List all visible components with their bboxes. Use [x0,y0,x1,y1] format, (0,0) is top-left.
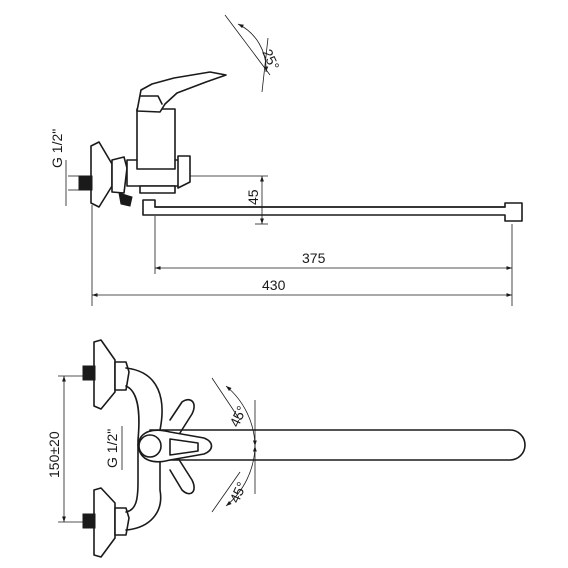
spout-height-label: 45 [245,189,261,205]
lever-pivot [138,434,162,458]
lower-wall-flange [93,487,116,558]
top-thread-label: G 1/2" [104,429,120,468]
top-view: 150±20 G 1/2" 45° 45° [46,339,526,558]
spout [142,199,523,222]
upper-inlet-thread [82,365,96,381]
side-thread-label: G 1/2" [49,129,65,168]
lower-inlet-thread [82,513,96,529]
eccentric-nut [111,156,128,194]
outlet-block [177,155,191,189]
total-length-label: 430 [262,277,286,293]
wall-flange [90,141,113,208]
upper-eccentric-nut [114,361,130,391]
lower-swing-angle-label: 45° [226,479,249,505]
upper-swing-angle-label: 45° [226,403,249,429]
cartridge-housing [136,108,176,170]
side-view: 25° 45 G 1/2" 375 430 [49,14,523,306]
upper-wall-flange [93,339,116,410]
inlet-thread [78,175,93,191]
body-base [139,185,176,194]
lever-swing-outline [169,398,195,437]
lever-handle [136,71,227,113]
lower-eccentric-nut [114,507,130,536]
diverter-knob [118,192,133,207]
inlet-spacing-label: 150±20 [46,431,62,478]
spout-reach-label: 375 [302,250,326,266]
